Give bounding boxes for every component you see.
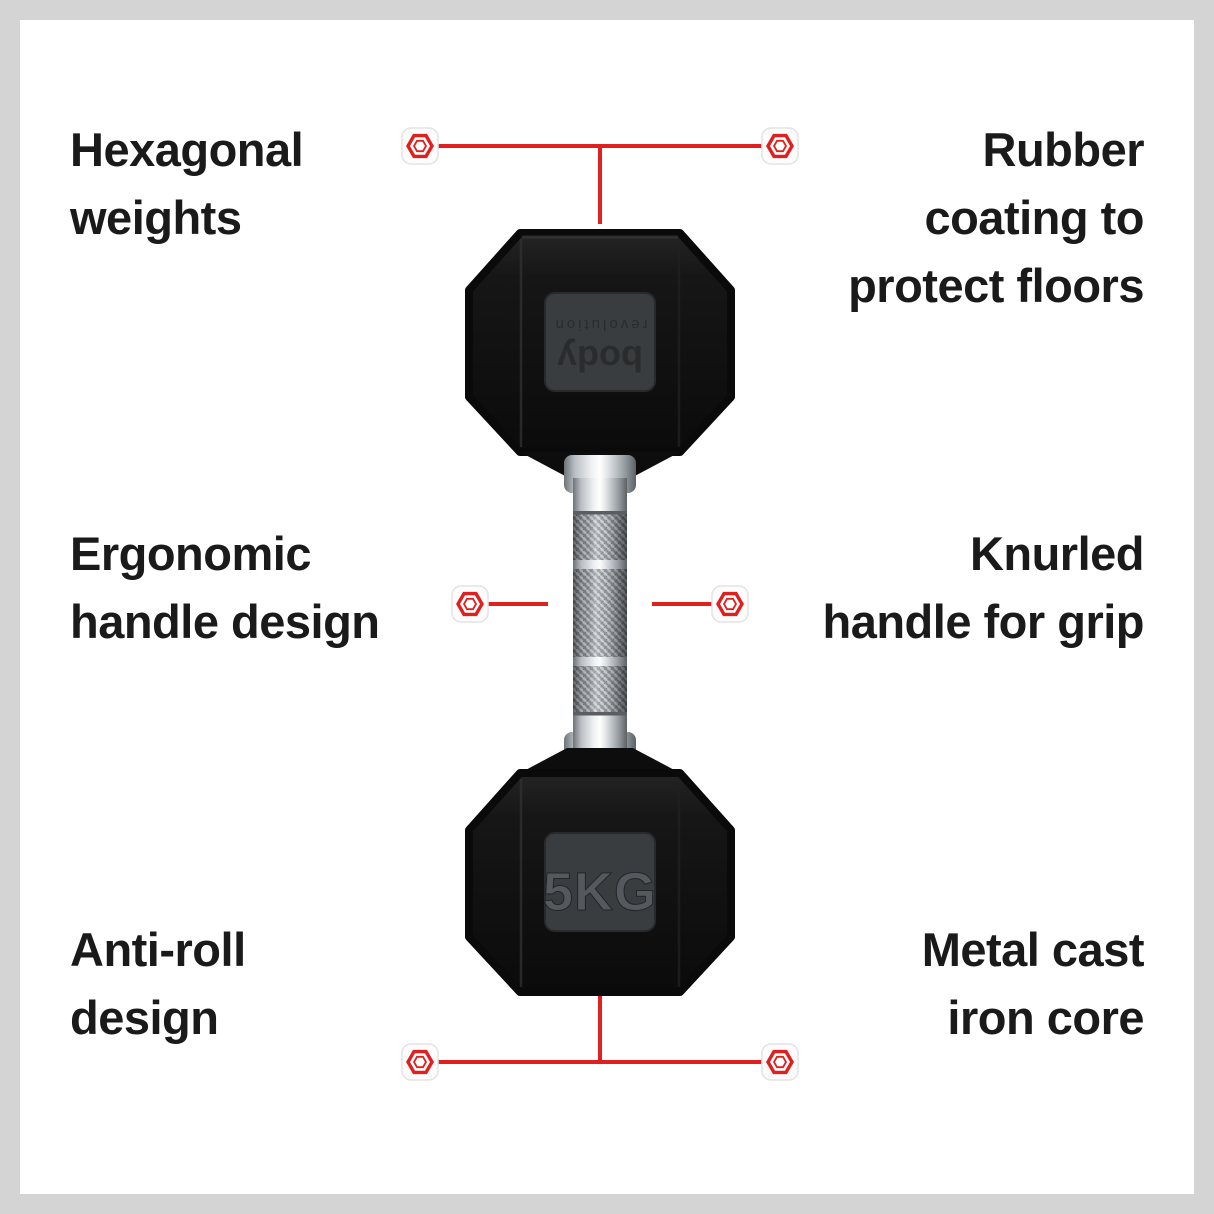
- bottom-weight-head: 5KG: [465, 748, 735, 996]
- feature-knurled-handle: Knurled handle for grip: [822, 527, 1145, 648]
- brand-subword: revolution: [552, 316, 647, 333]
- hex-nut-icon: [760, 1042, 800, 1082]
- feature-hexagonal-weights: Hexagonal weights: [70, 123, 304, 244]
- handle: [564, 455, 636, 770]
- hex-nut-icon: [400, 126, 440, 166]
- feature-rubber-coating: Rubber coating to protect floors: [848, 123, 1144, 312]
- weight-plate: [544, 832, 656, 932]
- brand-word: body: [557, 338, 643, 379]
- weight-label: 5KG: [543, 862, 657, 922]
- dumbbell: body revolution: [465, 229, 735, 996]
- hex-nut-icon: [450, 584, 490, 624]
- callout-line-top: [438, 144, 762, 224]
- callout-line-bottom: [438, 986, 762, 1064]
- brand-plate: [544, 292, 656, 392]
- hex-nut-icon: [710, 584, 750, 624]
- brand-label: body revolution: [552, 316, 647, 379]
- feature-ergonomic-handle: Ergonomic handle design: [70, 527, 380, 648]
- feature-metal-core: Metal cast iron core: [921, 923, 1145, 1044]
- hex-nut-icon: [400, 1042, 440, 1082]
- hex-nut-icon: [760, 126, 800, 166]
- top-weight-head: body revolution: [465, 229, 735, 477]
- feature-anti-roll-design: Anti-roll design: [70, 923, 246, 1044]
